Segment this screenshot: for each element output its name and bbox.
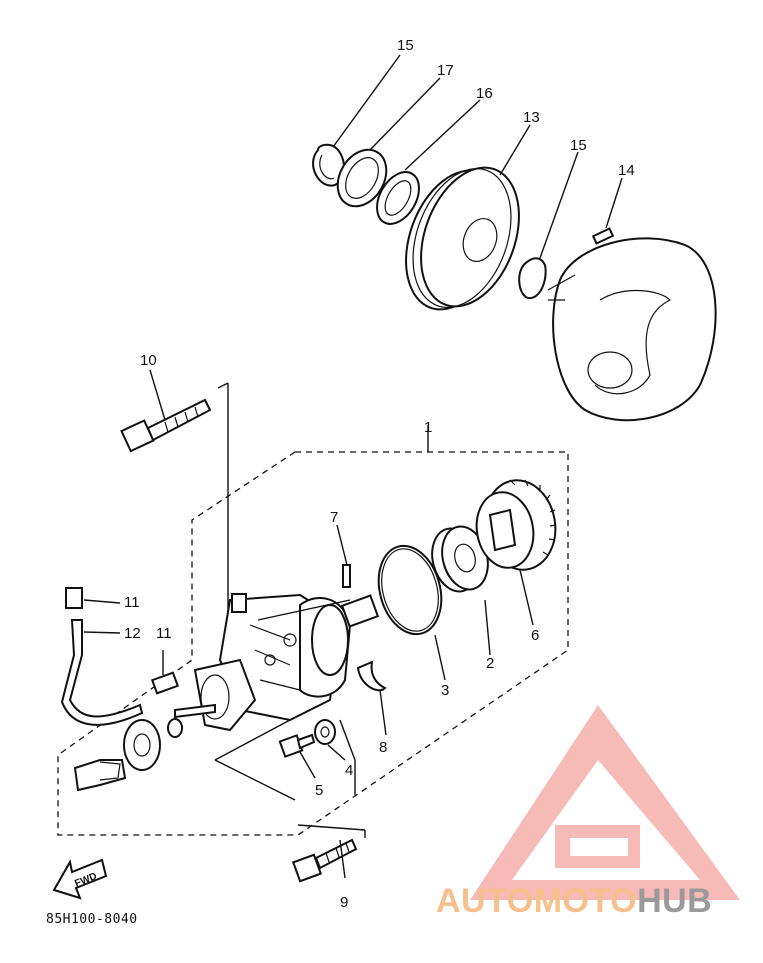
bolt-10 <box>120 398 212 453</box>
nut-and-plug <box>73 718 183 792</box>
circlip-15-right <box>518 257 547 300</box>
callout-6: 6 <box>531 627 539 644</box>
callout-14: 14 <box>618 162 635 179</box>
pump-body <box>174 593 380 732</box>
watermark-text: AUTOMOTOHUB <box>436 882 712 921</box>
pulley-13 <box>405 166 520 311</box>
callout-17: 17 <box>437 62 454 79</box>
pin-7 <box>342 564 351 588</box>
bolt-5 <box>278 733 316 758</box>
watermark-part1: AUTOMOTO <box>436 882 638 920</box>
shim-17 <box>336 148 388 208</box>
drawing-number: 85H100-8040 <box>46 912 138 927</box>
callout-10: 10 <box>140 352 157 369</box>
callout-2: 2 <box>486 655 494 672</box>
bolt-9 <box>291 838 358 883</box>
washer-4 <box>314 719 336 745</box>
callout-7: 7 <box>330 509 338 526</box>
bearing-2 <box>431 525 489 593</box>
callout-12: 12 <box>124 625 141 642</box>
callout-8: 8 <box>379 739 387 756</box>
cover-housing <box>547 237 717 422</box>
callout-13: 13 <box>523 109 540 126</box>
callout-9: 9 <box>340 894 348 911</box>
o-ring-3 <box>377 544 443 636</box>
callout-3: 3 <box>441 682 449 699</box>
watermark-part2: HUB <box>637 882 713 920</box>
callout-11-b: 11 <box>156 625 172 642</box>
callout-15-right: 15 <box>570 137 587 154</box>
callout-1: 1 <box>424 419 432 436</box>
callout-5: 5 <box>315 782 323 799</box>
circlip-8 <box>356 660 387 692</box>
callout-16: 16 <box>476 85 493 102</box>
callout-4: 4 <box>345 762 353 779</box>
hose-12 <box>60 587 180 726</box>
callout-11-a: 11 <box>124 594 140 611</box>
dowel-pin-14 <box>591 227 615 245</box>
fwd-arrow-icon: FWD <box>52 858 108 900</box>
watermark-logo <box>470 705 740 900</box>
callout-15-top: 15 <box>397 37 414 54</box>
seal-16 <box>376 171 420 225</box>
gear-6 <box>475 479 557 571</box>
